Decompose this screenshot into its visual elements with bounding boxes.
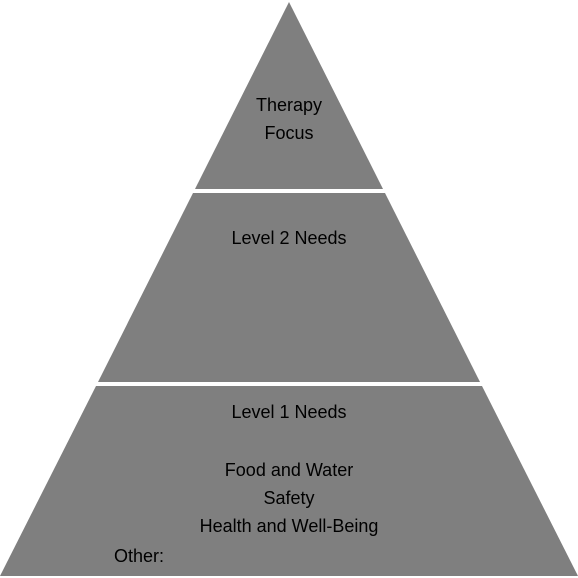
bottom-tier-heading: Level 1 Needs	[231, 402, 347, 422]
bottom-tier-item-safety: Safety	[263, 488, 315, 508]
bottom-tier-item-health: Health and Well-Being	[199, 516, 379, 536]
bottom-tier-item-food-water: Food and Water	[224, 460, 354, 480]
pyramid-top-tier	[195, 2, 383, 189]
middle-tier-label: Level 2 Needs	[139, 224, 439, 252]
bottom-tier-other-label: Other:	[114, 542, 164, 570]
bottom-tier-heading-block: Level 1 Needs	[139, 398, 439, 426]
bottom-tier-items: Food and Water Safety Health and Well-Be…	[139, 456, 439, 540]
top-tier-label: Therapy Focus	[189, 91, 389, 147]
pyramid-middle-tier	[98, 193, 480, 382]
pyramid-bottom-tier	[0, 386, 578, 576]
other-label: Other:	[114, 546, 165, 566]
top-tier-line-1: Therapy	[255, 95, 323, 115]
middle-tier-heading: Level 2 Needs	[231, 228, 347, 248]
top-tier-line-2: Focus	[264, 123, 314, 143]
